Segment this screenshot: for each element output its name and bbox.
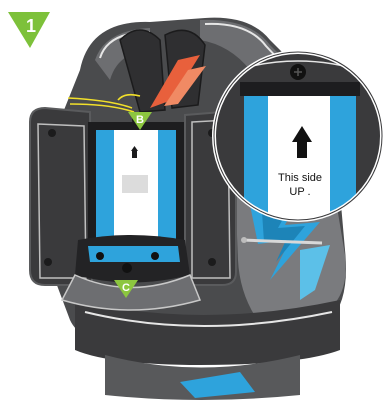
zoom-text-line1: This side: [278, 172, 322, 184]
callout-c-label: C: [122, 282, 130, 294]
step-number: 1: [26, 16, 36, 36]
bottom-clamp: [62, 235, 200, 310]
screw-icon: [290, 64, 306, 80]
callout-b-label: B: [136, 114, 144, 126]
step-badge: 1: [8, 12, 50, 48]
zoom-text-line2: UP .: [289, 186, 310, 198]
battery-pack: [88, 122, 184, 244]
